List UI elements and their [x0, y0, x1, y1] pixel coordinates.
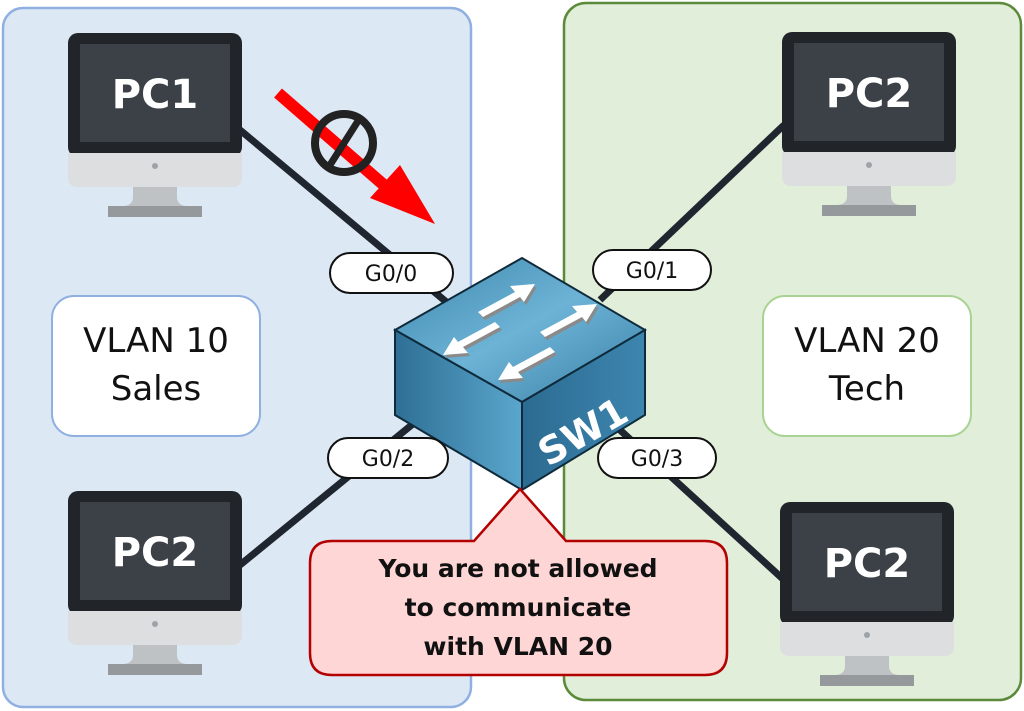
- port-g0-1: G0/1: [592, 249, 712, 291]
- link-pc2-left-sw1: [237, 407, 433, 568]
- switch-arrows-icon: [443, 284, 599, 383]
- warning-callout: You are not allowed to communicate with …: [308, 487, 729, 677]
- vlan10-label-box: VLAN 10 Sales: [51, 295, 261, 437]
- pc2-left-computer[interactable]: PC2: [68, 491, 242, 675]
- port-g0-2-label: G0/2: [362, 447, 414, 472]
- port-g0-2: G0/2: [327, 437, 449, 479]
- callout-line-2: to communicate: [405, 593, 632, 622]
- port-g0-0-label: G0/0: [365, 262, 417, 287]
- vlan20-title: VLAN 20: [794, 321, 940, 361]
- vlan20-label-box: VLAN 20 Tech: [762, 295, 972, 437]
- pc1-label: PC1: [112, 72, 199, 118]
- pc2-top-right-label: PC2: [826, 71, 913, 117]
- port-g0-1-label: G0/1: [626, 259, 678, 284]
- pc2-top-right-computer[interactable]: PC2: [782, 32, 956, 216]
- vlan20-name: Tech: [828, 369, 905, 409]
- pc2-bottom-right-label: PC2: [824, 541, 911, 587]
- pc1-computer[interactable]: PC1: [68, 33, 242, 217]
- pc2-bottom-right-computer[interactable]: PC2: [780, 502, 954, 686]
- callout-line-3: with VLAN 20: [423, 632, 612, 661]
- port-g0-3: G0/3: [597, 437, 717, 479]
- vlan10-title: VLAN 10: [83, 321, 229, 361]
- pc2-left-label: PC2: [112, 530, 199, 576]
- vlan10-name: Sales: [111, 369, 202, 409]
- port-g0-3-label: G0/3: [631, 447, 683, 472]
- sw1-switch[interactable]: SW1: [392, 256, 647, 492]
- arrow-head-icon: [370, 165, 435, 224]
- callout-line-1: You are not allowed: [377, 554, 657, 583]
- blocked-traffic-arrow: [274, 88, 435, 224]
- prohibited-icon: [311, 110, 377, 176]
- port-g0-0: G0/0: [329, 252, 454, 294]
